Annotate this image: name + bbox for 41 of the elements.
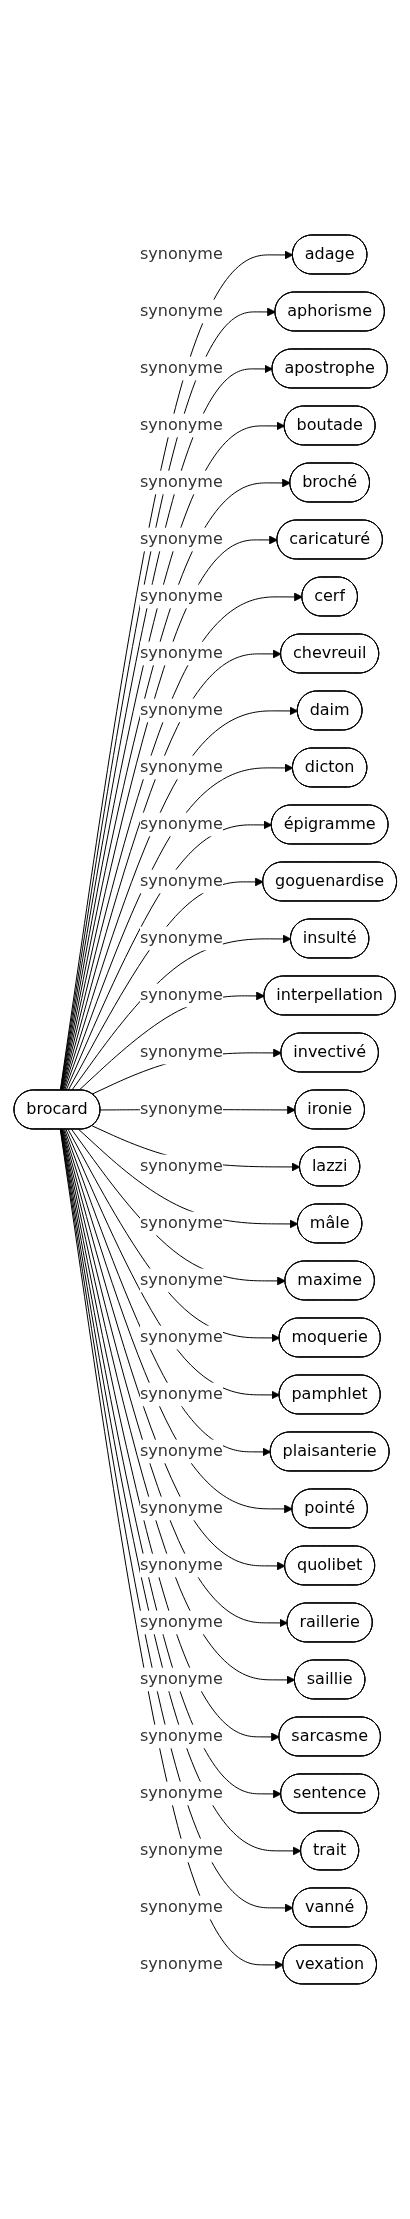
edge-label: synonyme xyxy=(139,1783,223,1803)
edge-label: synonyme xyxy=(139,985,223,1005)
edge-label: synonyme xyxy=(139,301,223,321)
edge-label: synonyme xyxy=(139,1327,223,1347)
edge-label: synonyme xyxy=(139,871,223,891)
arrow xyxy=(62,706,298,1091)
edge-label: synonyme xyxy=(139,586,223,606)
arrow xyxy=(70,934,292,1091)
edge-label: synonyme xyxy=(139,1555,223,1575)
arrow xyxy=(77,991,265,1091)
edge-label: synonyme xyxy=(139,244,223,264)
arrow xyxy=(70,1129,286,1286)
arrow xyxy=(77,1129,299,1229)
edge-label: synonyme xyxy=(139,1726,223,1746)
arrow xyxy=(67,1129,280,1343)
edge-label: synonyme xyxy=(139,415,223,435)
edge-label: synonyme xyxy=(139,1897,223,1917)
edge-label: synonyme xyxy=(139,1840,223,1860)
arrow xyxy=(67,877,264,1091)
edge-label: synonyme xyxy=(139,814,223,834)
edge-label: synonyme xyxy=(139,1099,223,1119)
edge-label: synonyme xyxy=(139,643,223,663)
edge-label: synonyme xyxy=(139,757,223,777)
edge-label: synonyme xyxy=(139,928,223,948)
edge-label: synonyme xyxy=(139,1156,223,1176)
edge-label: synonyme xyxy=(139,358,223,378)
edge-label: synonyme xyxy=(139,1498,223,1518)
edge-label: synonyme xyxy=(139,1213,223,1233)
edge-label: synonyme xyxy=(139,1384,223,1404)
edge-label: synonyme xyxy=(139,529,223,549)
arrow xyxy=(65,820,272,1091)
edge-label: synonyme xyxy=(139,700,223,720)
edge-label: synonyme xyxy=(139,1954,223,1974)
arrow xyxy=(62,1129,293,1514)
edge-label: synonyme xyxy=(139,472,223,492)
edge-label: synonyme xyxy=(139,1270,223,1290)
edge-label: synonyme xyxy=(139,1441,223,1461)
edge-label: synonyme xyxy=(139,1042,223,1062)
arrow xyxy=(65,1129,280,1400)
edge-label: synonyme xyxy=(139,1669,223,1689)
edge-label: synonyme xyxy=(139,1612,223,1632)
